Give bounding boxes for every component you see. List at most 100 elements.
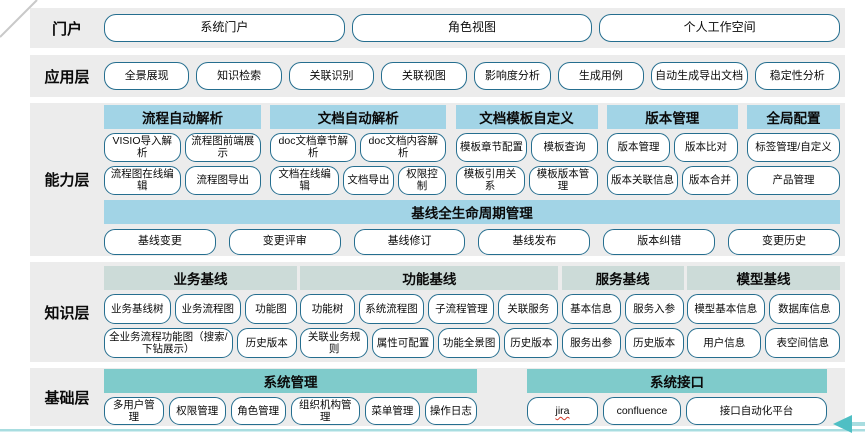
foundation-groups: 系统管理 多用户管理 权限管理 角色管理 组织机构管理 菜单管理 操作日志 系统…: [104, 368, 840, 426]
group-doc-auto-parse: 文档自动解析 doc文档章节解析 doc文档内容解析 文档在线编辑 文档导出 权…: [270, 104, 447, 195]
pill-node: 用户信息: [686, 328, 762, 358]
pill-node: doc文档章节解析: [270, 132, 357, 162]
capability-content: 流程自动解析 VISIO导入解析 流程图前端展示 流程图在线编辑 流程图导出 文…: [104, 101, 840, 259]
pill-node: 基线修订: [353, 228, 466, 255]
pill-node: 子流程管理: [428, 294, 495, 324]
layer-band-knowledge: 知识层 业务基线 业务基线树 业务流程图 功能图 全业务流程功能图（搜索/下钻展…: [30, 262, 845, 362]
pill-node: 自动生成导出文档: [650, 62, 748, 90]
pill-node: 版本管理: [606, 132, 671, 162]
layer-label-portal: 门户: [51, 20, 82, 38]
pill-node: 权限控制: [397, 165, 447, 195]
group-header: 服务基线: [561, 266, 684, 290]
group-header: 功能基线: [300, 266, 559, 290]
pill-node: 版本纠错: [603, 228, 716, 255]
pill-node: 角色视图: [351, 14, 593, 42]
group-spacer: [477, 369, 527, 425]
pill-node: 角色管理: [230, 396, 286, 426]
pill-node: 历史版本: [236, 328, 297, 358]
pill-node: 版本关联信息: [606, 165, 679, 195]
layer-label-knowledge: 知识层: [44, 304, 90, 322]
pill-node: 模板章节配置: [455, 132, 528, 162]
application-buttons-row: 全景展现 知识检索 关联识别 关联视图 影响度分析 生成用例 自动生成导出文档 …: [104, 62, 840, 90]
pill-node: 文档导出: [343, 165, 394, 195]
pill-node: 产品管理: [747, 165, 840, 195]
pill-node: 组织机构管理: [290, 396, 361, 426]
pill-node: 稳定性分析: [754, 62, 840, 90]
pill-node: 关联业务规则: [300, 328, 368, 358]
pill-node: 标签管理/自定义: [747, 132, 840, 162]
group-doc-template-custom: 文档模板自定义 模板章节配置 模板查询 模板引用关系 模板版本管理: [455, 104, 598, 195]
pill-node: 基线变更: [104, 228, 216, 255]
bottom-accent-line: [0, 429, 865, 432]
layer-band-capability: 能力层 流程自动解析 VISIO导入解析 流程图前端展示 流程图在线编辑 流程图…: [30, 103, 845, 256]
layer-label-capability: 能力层: [44, 172, 90, 189]
pill-node: 基线发布: [478, 228, 591, 255]
pill-node: 接口自动化平台: [686, 396, 827, 426]
pill-node: 版本合并: [682, 165, 738, 195]
pill-node: 系统流程图: [358, 294, 425, 324]
pill-node: 数据库信息: [768, 294, 840, 324]
layer-band-application: 应用层 全景展现 知识检索 关联识别 关联视图 影响度分析 生成用例 自动生成导…: [30, 55, 845, 97]
layer-band-portal: 门户 系统门户 角色视图 个人工作空间: [30, 8, 845, 48]
group-system-management: 系统管理 多用户管理 权限管理 角色管理 组织机构管理 菜单管理 操作日志: [104, 368, 477, 426]
pill-node: 功能图: [245, 294, 297, 324]
pill-node: 权限管理: [168, 396, 226, 426]
pill-node: 模板版本管理: [528, 165, 598, 195]
group-header: 版本管理: [606, 104, 738, 129]
pill-node: 业务流程图: [174, 294, 242, 324]
jira-node: jira: [527, 396, 598, 426]
pill-node: 表空间信息: [765, 328, 840, 358]
capability-groups: 流程自动解析 VISIO导入解析 流程图前端展示 流程图在线编辑 流程图导出 文…: [104, 104, 840, 195]
group-service-baseline: 服务基线 基本信息 服务入参 服务出参 历史版本: [561, 266, 684, 358]
pill-node: 个人工作空间: [599, 14, 841, 42]
pill-node: 历史版本: [624, 328, 684, 358]
pill-node: 功能全景图: [438, 328, 501, 358]
knowledge-groups: 业务基线 业务基线树 业务流程图 功能图 全业务流程功能图（搜索/下钻展示） 历…: [104, 266, 840, 358]
pill-node: 流程图在线编辑: [104, 165, 181, 195]
pill-node: 变更评审: [228, 228, 341, 255]
layer-label-application: 应用层: [44, 68, 90, 86]
pill-node: 基本信息: [561, 294, 621, 324]
group-header: 文档模板自定义: [455, 104, 598, 129]
pill-node: 关联识别: [288, 62, 375, 90]
group-header: 文档自动解析: [270, 104, 447, 129]
pill-node: 属性可配置: [371, 328, 435, 358]
pill-node: 关联视图: [381, 62, 467, 90]
pill-node: 关联服务: [498, 294, 559, 324]
pill-node: 多用户管理: [104, 396, 164, 426]
group-header: 全局配置: [747, 104, 840, 129]
group-model-baseline: 模型基线 模型基本信息 数据库信息 用户信息 表空间信息: [686, 266, 840, 358]
pill-node: 服务入参: [624, 294, 684, 324]
group-global-config: 全局配置 标签管理/自定义 产品管理: [747, 104, 840, 195]
group-business-baseline: 业务基线 业务基线树 业务流程图 功能图 全业务流程功能图（搜索/下钻展示） 历…: [104, 266, 297, 358]
lifecycle-band-header: 基线全生命周期管理: [104, 199, 840, 224]
group-version-management: 版本管理 版本管理 版本比对 版本关联信息 版本合并: [606, 104, 738, 195]
pill-node: 服务出参: [561, 328, 621, 358]
pill-node: 历史版本: [504, 328, 559, 358]
knowledge-content: 业务基线 业务基线树 业务流程图 功能图 全业务流程功能图（搜索/下钻展示） 历…: [104, 266, 840, 358]
layer-band-foundation: 基础层 系统管理 多用户管理 权限管理 角色管理 组织机构管理 菜单管理 操作日…: [30, 368, 845, 426]
pill-node: doc文档内容解析: [360, 132, 447, 162]
layer-label-foundation: 基础层: [44, 389, 90, 407]
pill-node: 操作日志: [424, 396, 477, 426]
group-header: 系统管理: [104, 368, 477, 393]
pill-node: 菜单管理: [365, 396, 420, 426]
pill-node: 全景展现: [104, 62, 190, 90]
pill-node: 业务基线树: [104, 294, 171, 324]
confluence-node: confluence: [603, 396, 681, 426]
pill-node: 模型基本信息: [686, 294, 765, 324]
group-header: 模型基线: [686, 266, 840, 290]
pill-node: 模板查询: [531, 132, 598, 162]
group-process-auto-parse: 流程自动解析 VISIO导入解析 流程图前端展示 流程图在线编辑 流程图导出: [104, 104, 261, 195]
pill-node: 文档在线编辑: [270, 165, 339, 195]
pill-node: 变更历史: [728, 228, 840, 255]
pill-node: 版本比对: [674, 132, 738, 162]
jira-label: jira: [555, 404, 570, 417]
pill-node: 知识检索: [196, 62, 282, 90]
pill-node: 影响度分析: [473, 62, 552, 90]
group-system-interface: 系统接口 jira confluence 接口自动化平台: [527, 368, 827, 426]
group-header: 业务基线: [104, 266, 297, 290]
pill-node: 流程图导出: [184, 165, 261, 195]
pill-node: 全业务流程功能图（搜索/下钻展示）: [104, 328, 233, 358]
